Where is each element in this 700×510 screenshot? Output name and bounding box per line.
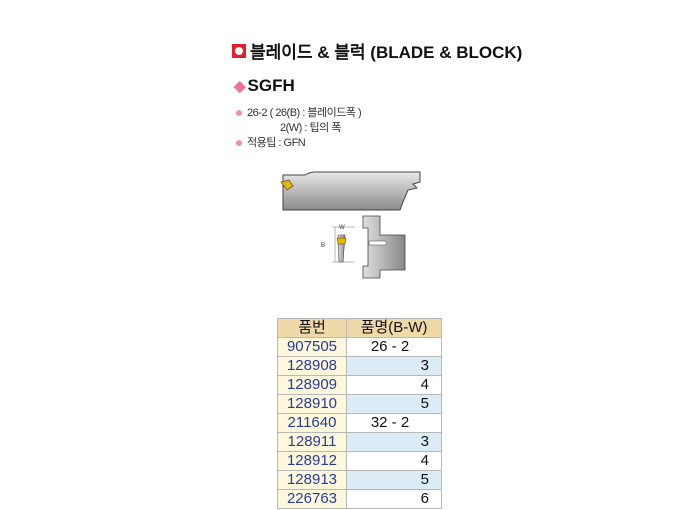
item-code: 128908 — [277, 356, 347, 376]
item-name: 5 — [346, 470, 442, 490]
model-code: 26-2 — [247, 107, 268, 119]
item-code: 128913 — [277, 470, 347, 490]
insert-tip — [280, 179, 294, 191]
circle-badge-icon — [232, 43, 246, 58]
item-name: 3 — [346, 356, 442, 376]
item-name: 26 - 2 — [346, 337, 442, 357]
title-text: 블레이드 & 블럭 (BLADE & BLOCK) — [250, 43, 523, 62]
tip-text: 적용팁 : GFN — [247, 137, 306, 149]
item-name: 3 — [346, 432, 442, 452]
bullet-icon — [236, 110, 242, 117]
tip-width-note: 2(W) : 팁의 폭 — [280, 122, 341, 134]
item-code: 128911 — [277, 432, 347, 452]
item-name: 5 — [346, 394, 442, 414]
diamond-icon: ◆ — [234, 78, 246, 95]
blade-block-diagram: B W — [280, 171, 421, 279]
item-code: 128909 — [277, 375, 347, 395]
item-code: 226763 — [277, 489, 347, 509]
blade-shape — [282, 171, 421, 211]
block-shape — [362, 215, 406, 279]
product-heading: ◆SGFH — [234, 76, 295, 96]
spec-note-w: 2(W) : 팁의 폭 — [280, 119, 341, 135]
item-name: 4 — [346, 451, 442, 471]
bullet-icon — [236, 140, 242, 147]
product-name: SGFH — [247, 76, 295, 95]
item-code: 128910 — [277, 394, 347, 414]
item-name: 6 — [346, 489, 442, 509]
applicable-tip-note: 적용팁 : GFN — [236, 134, 306, 150]
section-title: 블레이드 & 블럭 (BLADE & BLOCK) — [232, 38, 522, 63]
item-name: 4 — [346, 375, 442, 395]
item-code: 907505 — [277, 337, 347, 357]
header-name: 품명(B-W) — [346, 318, 442, 338]
item-code: 211640 — [277, 413, 347, 433]
spec-note-b: 26-2 ( 26(B) : 블레이드폭 ) — [236, 104, 362, 120]
item-code: 128912 — [277, 451, 347, 471]
w-dimension-label: W — [339, 225, 345, 231]
b-dimension-label: B — [321, 243, 325, 249]
blade-width-note: 26(B) : 블레이드폭 — [275, 107, 356, 119]
item-name: 32 - 2 — [346, 413, 442, 433]
header-code: 품번 — [277, 318, 347, 338]
